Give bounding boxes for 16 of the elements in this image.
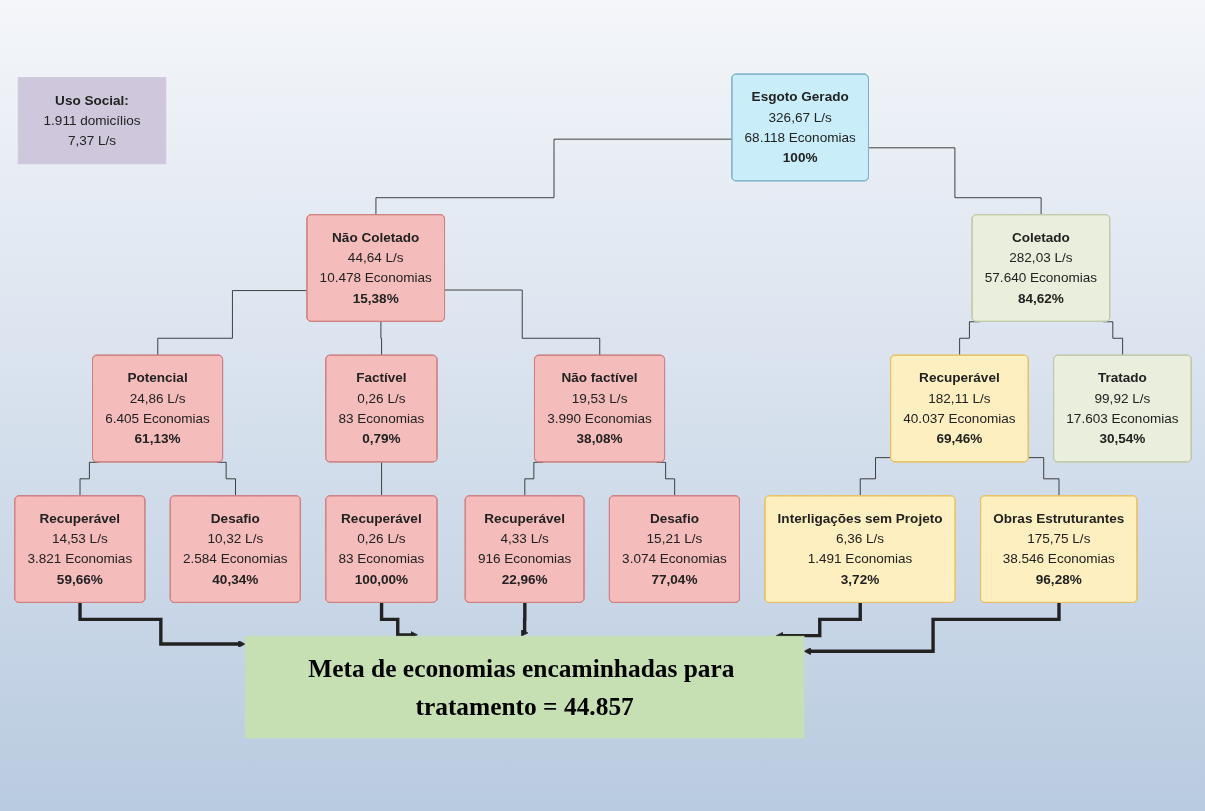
connector xyxy=(867,146,1042,215)
arrow xyxy=(803,600,1061,655)
connector xyxy=(1027,456,1060,497)
arrow xyxy=(77,600,246,648)
arrow xyxy=(520,600,528,637)
connector xyxy=(444,289,600,356)
connector xyxy=(375,138,733,215)
connector xyxy=(380,461,382,497)
node-box: Uso Social: 1.911 domicílios 7,37 L/s xyxy=(17,76,166,164)
arrow xyxy=(775,600,862,639)
connector xyxy=(216,461,236,497)
connector xyxy=(79,461,99,497)
connector xyxy=(156,289,308,356)
connector xyxy=(379,320,382,356)
connector xyxy=(859,456,891,497)
node-box: Meta de economias encaminhadas para tratamento = 44.857 xyxy=(244,635,804,738)
